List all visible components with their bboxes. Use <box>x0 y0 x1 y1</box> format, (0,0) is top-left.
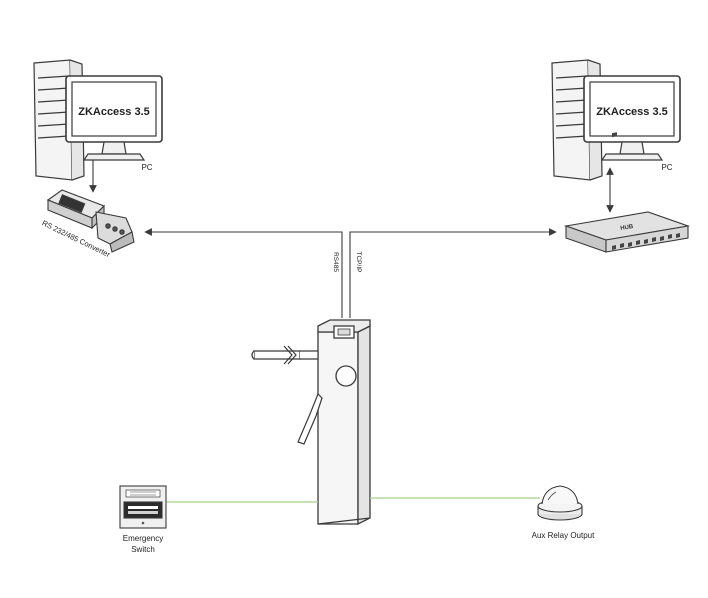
emergency-label-line2: Switch <box>131 545 155 554</box>
aux-relay-beacon <box>537 485 583 521</box>
emergency-switch <box>119 485 167 529</box>
rs232-485-converter <box>46 189 135 253</box>
rs485-link <box>144 228 343 318</box>
rs485-label: RS485 <box>332 252 339 272</box>
hub-brand: HUB <box>620 224 634 232</box>
tcpip-link <box>349 228 557 318</box>
emergency-label-line1: Emergency <box>123 534 163 543</box>
tcpip-label: TCP/IP <box>355 252 362 273</box>
right-pc-screen-text: ZKAccess 3.5 <box>596 106 668 118</box>
tripod-arms <box>251 345 323 445</box>
tripod-turnstile <box>317 319 371 526</box>
left-pc-monitor <box>65 75 163 161</box>
hub-ports <box>612 132 617 138</box>
left-pc <box>33 59 163 181</box>
right-pc-label: PC <box>661 163 672 172</box>
left-pc-label: PC <box>141 163 152 172</box>
network-hub <box>563 132 691 253</box>
right-pc-monitor <box>583 75 681 161</box>
turnstile-hub <box>335 365 357 387</box>
left-pc-screen-text: ZKAccess 3.5 <box>78 106 150 118</box>
right-pc <box>551 59 681 181</box>
aux-relay-label: Aux Relay Output <box>532 531 595 540</box>
